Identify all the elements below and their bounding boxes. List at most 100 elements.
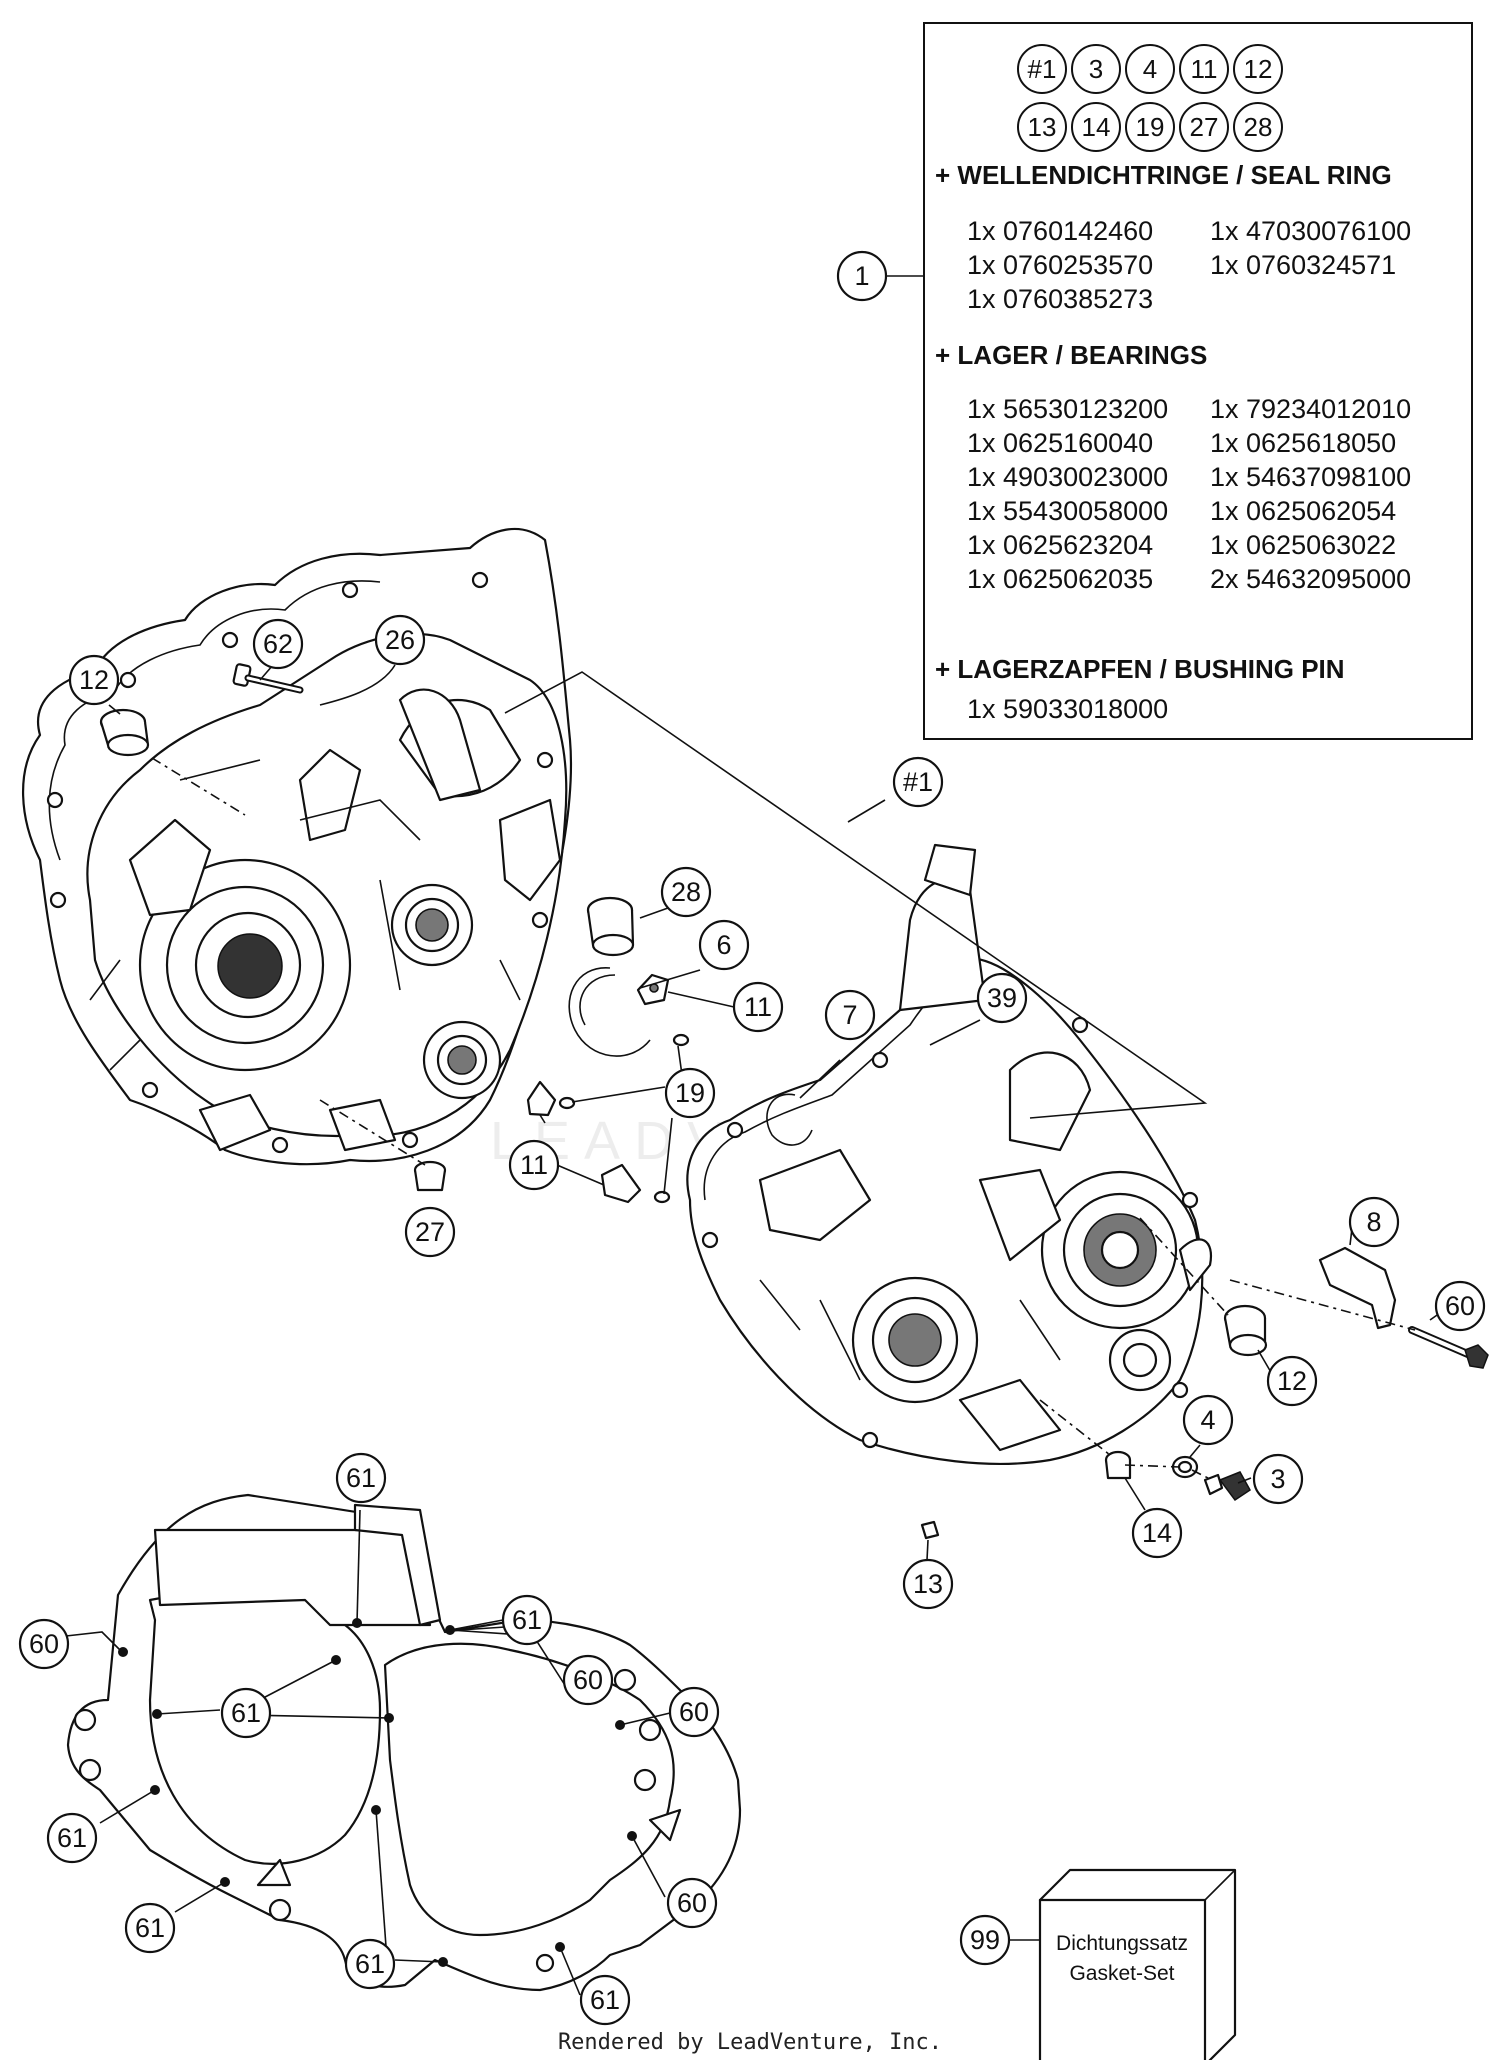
part-number: 1x 0760324571 [1210,250,1397,280]
bracket-8 [1318,1246,1397,1330]
svg-text:61: 61 [57,1823,87,1853]
gasket-set-label-de: Dichtungssatz [1056,1932,1188,1955]
callout-61-bottom-right: 61 [579,1974,631,2026]
svg-text:27: 27 [415,1217,445,1247]
svg-text:1: 1 [854,261,869,291]
part-number: 1x 54637098100 [1210,462,1412,492]
callout-60-gasket-mid: 60 [562,1654,614,1706]
washer-4 [1171,1455,1199,1479]
svg-text:61: 61 [355,1949,385,1979]
part-number: 1x 0625063022 [1210,530,1397,560]
part-number: 1x 55430058000 [967,496,1169,526]
callout-60-bolt: 60 [1434,1280,1486,1332]
group-refs-row-1: #1 3 4 11 12 [1017,44,1317,94]
svg-text:61: 61 [512,1605,542,1635]
plug-3 [1203,1471,1251,1502]
callout-14: 14 [1131,1507,1183,1559]
callout-99: 99 [959,1914,1011,1966]
bushing-12-left [99,708,150,757]
bushing-12-right [1223,1304,1268,1357]
callout-28: 28 [660,866,712,918]
bolt-62 [232,663,304,694]
bolt-60-right [1408,1326,1489,1369]
svg-text:12: 12 [79,665,109,695]
group-ref-badge: 11 [1179,44,1229,94]
svg-text:14: 14 [1142,1518,1172,1548]
svg-text:3: 3 [1270,1464,1285,1494]
group-ref-badge: 12 [1233,44,1283,94]
svg-text:61: 61 [346,1463,376,1493]
callout-13: 13 [902,1558,954,1610]
callout-26: 26 [374,614,426,666]
svg-text:#1: #1 [903,767,933,797]
group-ref-badge: 3 [1071,44,1121,94]
callout-61-center: 61 [220,1687,272,1739]
callout-3: 3 [1252,1453,1304,1505]
gasket-set-box-drawing: Dichtungssatz Gasket-Set [1038,1868,1237,2060]
part-number: 1x 0625062054 [1210,496,1397,526]
part-number: 1x 79234012010 [1210,394,1412,424]
part-number: 1x 0625618050 [1210,428,1397,458]
callout-8: 8 [1348,1196,1400,1248]
svg-text:61: 61 [231,1698,261,1728]
part-number: 1x 49030023000 [967,462,1169,492]
group-ref-badge: #1 [1017,44,1067,94]
bushing-14 [1104,1450,1132,1480]
callout-group-1: #1 [892,756,944,808]
callout-27: 27 [404,1206,456,1258]
callout-19: 19 [664,1067,716,1119]
callout-6: 6 [698,919,750,971]
bushing-pin-parts: 1x 59033018000 [967,694,1453,724]
bushing-28 [586,896,635,957]
svg-text:11: 11 [520,1150,548,1180]
seal-ring-parts: 1x 0760142460 1x 47030076100 1x 07602535… [967,216,1453,314]
callout-1: 1 [836,250,888,302]
group-ref-badge: 13 [1017,102,1067,152]
svg-text:60: 60 [29,1629,59,1659]
part-number: 1x 0760253570 [967,250,1154,280]
circlip-6 [568,967,651,1057]
svg-text:11: 11 [744,992,772,1022]
screws-19 [558,1033,690,1204]
bushing-pin-title: + LAGERZAPFEN / BUSHING PIN [935,654,1345,684]
callout-11-lower: 11 [508,1139,560,1191]
svg-text:13: 13 [913,1569,943,1599]
svg-text:60: 60 [1445,1291,1475,1321]
svg-text:60: 60 [573,1665,603,1695]
bracket-11-upper [636,973,670,1006]
svg-text:28: 28 [671,877,701,907]
callout-61-upper-right: 61 [501,1594,553,1646]
seal-ring-title: + WELLENDICHTRINGE / SEAL RING [935,160,1392,190]
svg-text:60: 60 [677,1888,707,1918]
part-number: 1x 59033018000 [967,694,1169,724]
callout-12-right: 12 [1266,1355,1318,1407]
part-number: 1x 0625160040 [967,428,1154,458]
callout-61-lower-left: 61 [124,1902,176,1954]
svg-text:4: 4 [1200,1405,1215,1435]
part-number: 1x 0760385273 [967,284,1154,314]
circlip-7 [766,1093,813,1146]
callout-12-left: 12 [68,654,120,706]
callout-61-bottom-center: 61 [344,1938,396,1990]
callout-4: 4 [1182,1394,1234,1446]
group-ref-badge: 19 [1125,102,1175,152]
svg-text:39: 39 [987,983,1017,1013]
bushing-27 [413,1160,447,1192]
part-number: 1x 56530123200 [967,394,1169,424]
gasket-set-label-en: Gasket-Set [1069,1962,1174,1985]
callout-60-gasket-left: 60 [18,1618,70,1670]
callout-7: 7 [824,989,876,1041]
svg-text:61: 61 [590,1985,620,2015]
right-engine-case [686,843,1213,1466]
group-refs-row-2: 13 14 19 27 28 [1017,102,1317,152]
part-number: 1x 0625062035 [967,564,1154,594]
callout-61-top: 61 [335,1452,387,1504]
callout-11-upper: 11 [732,981,784,1033]
svg-text:26: 26 [385,625,415,655]
pin-13 [920,1520,940,1540]
callout-39: 39 [976,972,1028,1024]
svg-text:19: 19 [675,1078,705,1108]
group-ref-badge: 27 [1179,102,1229,152]
bracket-11-lower [526,1080,642,1204]
